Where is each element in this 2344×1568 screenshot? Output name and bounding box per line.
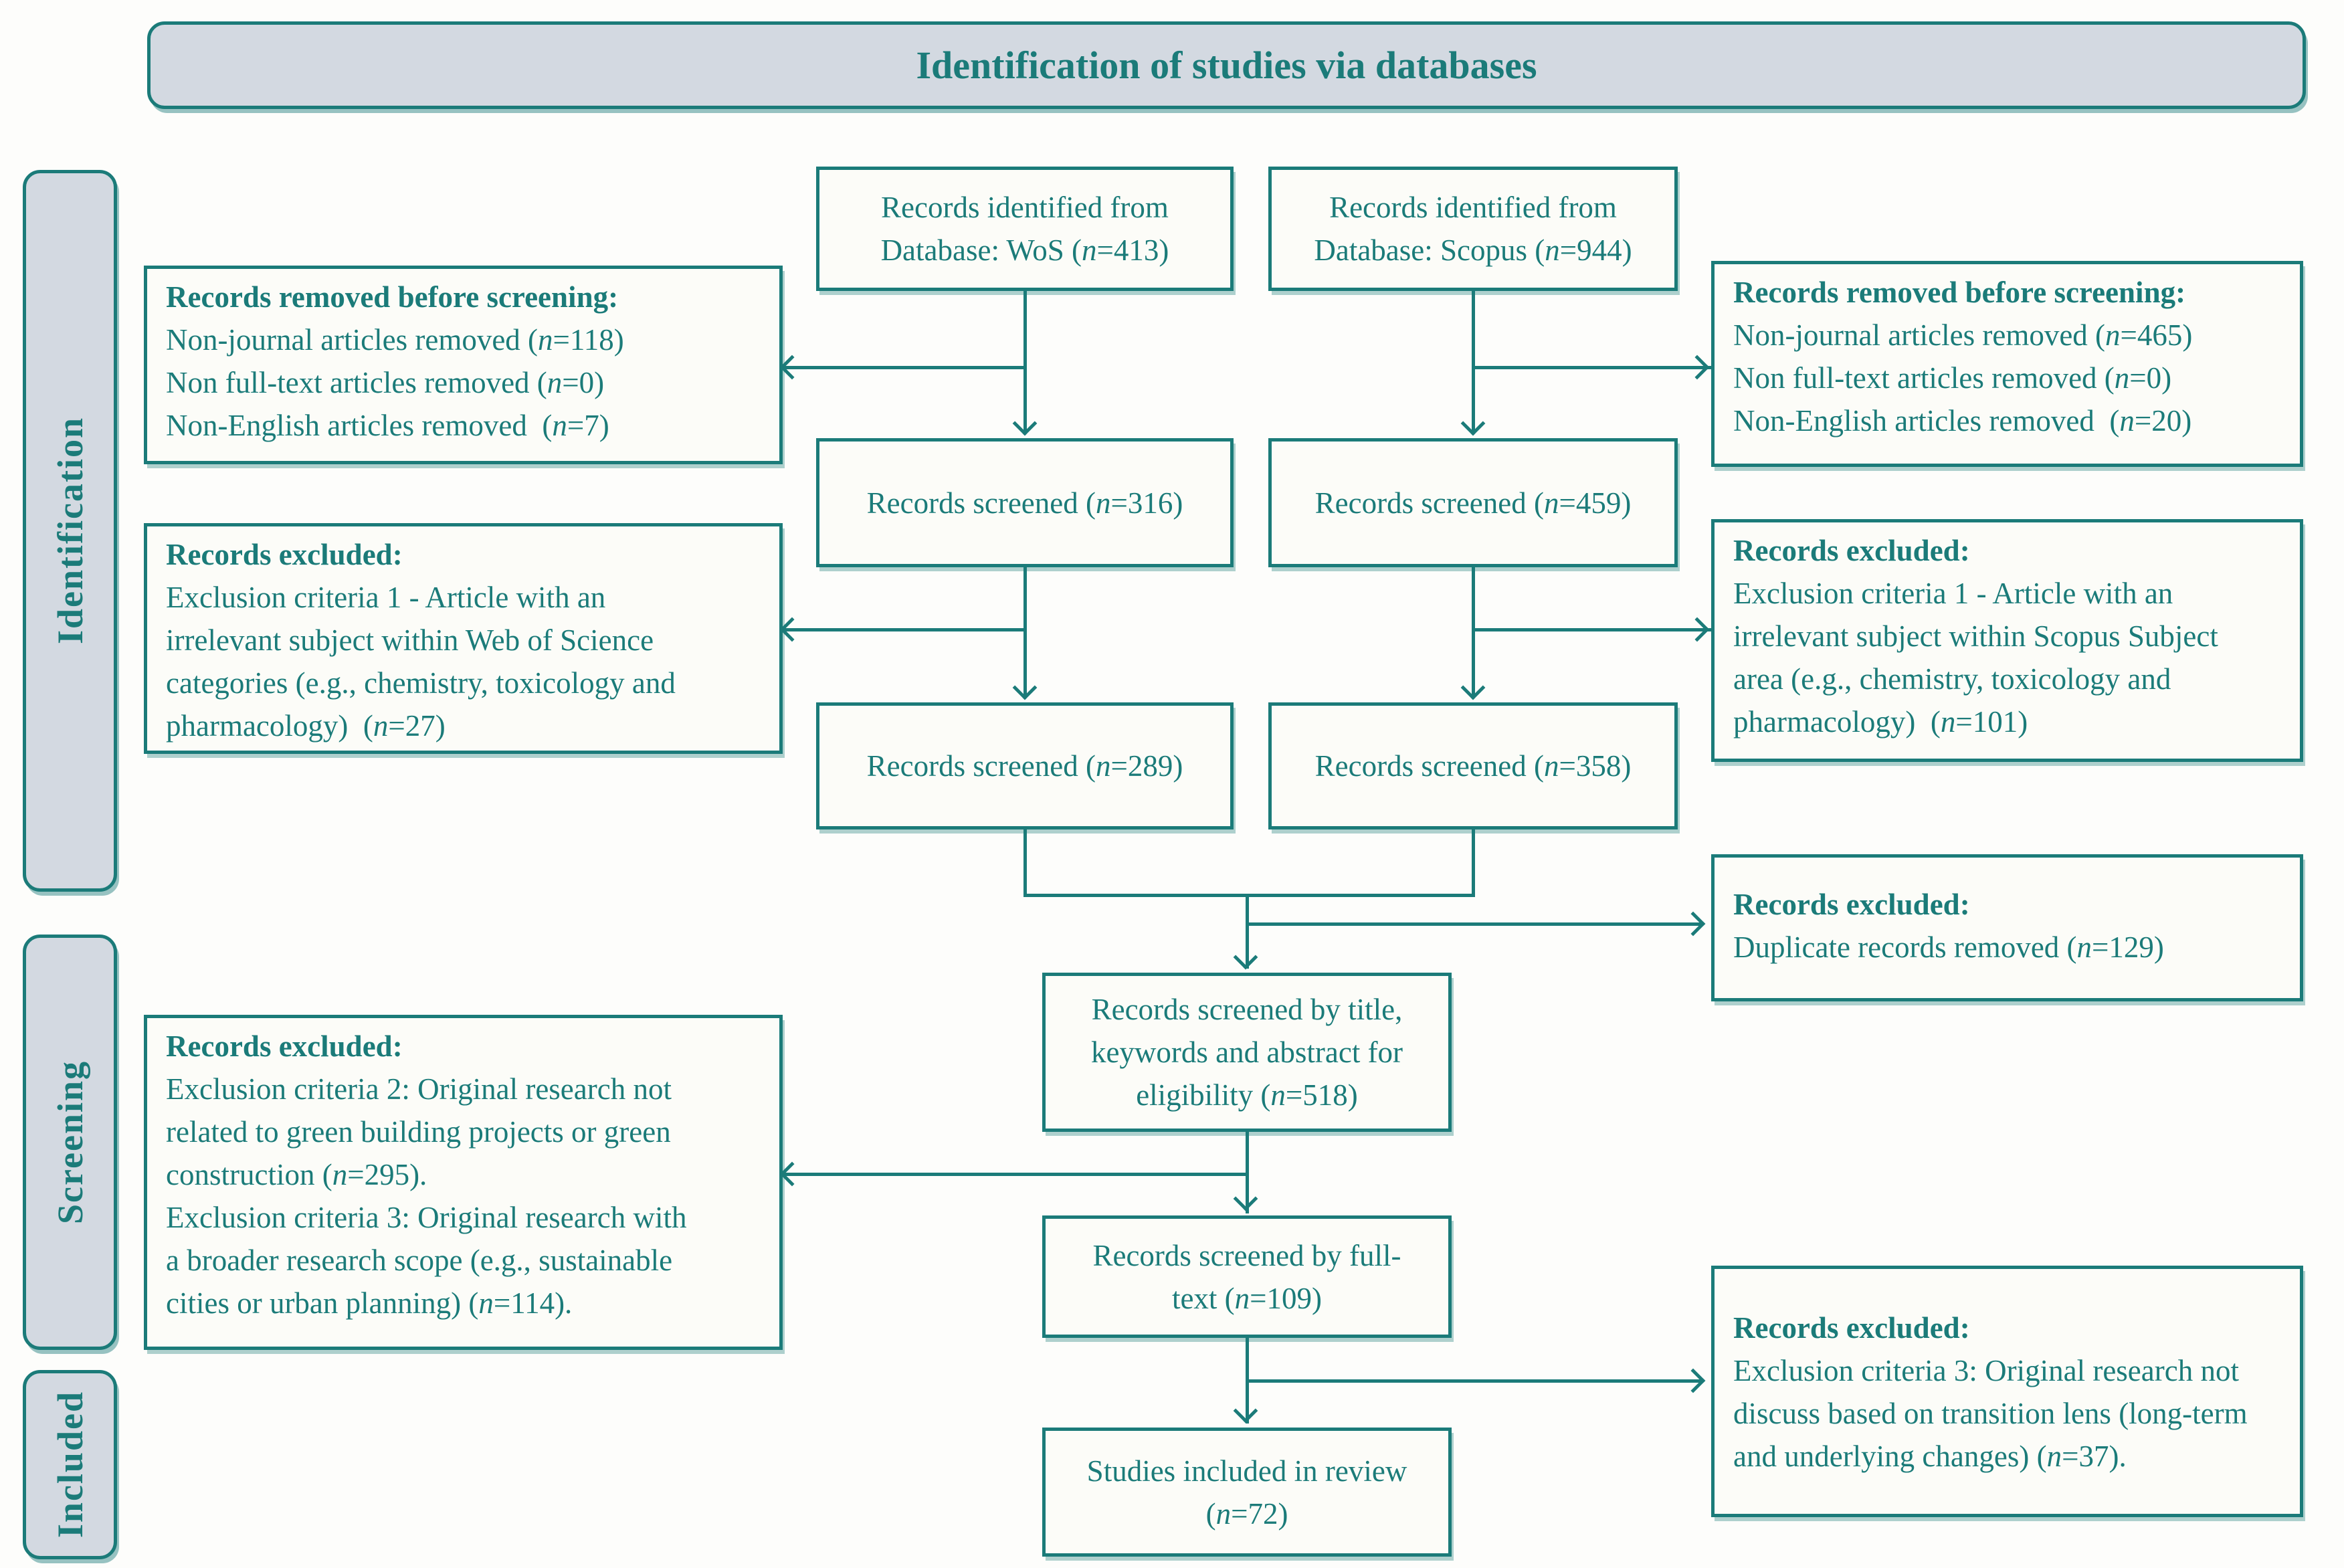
box-text: Records screened (n=289)	[866, 749, 1183, 783]
connector-line	[1473, 366, 1713, 369]
box-records-removed-before-screening-wos: Records removed before screening: Non-jo…	[144, 266, 783, 464]
box-records-screened-scopus-459: Records screened (n=459)	[1268, 438, 1678, 567]
arrowhead-down-icon	[1233, 945, 1258, 970]
stage-label-screening: Screening	[50, 1060, 90, 1224]
box-records-identified-wos: Records identified from Database: WoS (n…	[816, 167, 1234, 291]
connector-line	[784, 366, 1025, 369]
box-text: Records screened by full- text (n=109)	[1092, 1238, 1401, 1315]
connector-line	[1472, 567, 1475, 697]
box-records-identified-scopus: Records identified from Database: Scopus…	[1268, 167, 1678, 291]
box-body: Duplicate records removed (n=129)	[1733, 930, 2164, 964]
arrowhead-right-icon	[1684, 355, 1710, 380]
connector-line	[1247, 1379, 1703, 1383]
box-text: Records identified from Database: WoS (n…	[880, 191, 1169, 267]
connector-line	[784, 1173, 1247, 1176]
box-line: Non-English articles removed (n=20)	[1733, 404, 2192, 437]
arrowhead-right-icon	[1680, 911, 1706, 937]
box-heading: Records removed before screening:	[166, 280, 619, 314]
connector-line	[1023, 894, 1475, 897]
box-heading: Records excluded:	[166, 1030, 403, 1063]
connector-line	[1472, 829, 1475, 897]
box-heading: Records excluded:	[166, 538, 403, 571]
arrowhead-down-icon	[1233, 1186, 1258, 1211]
box-line: Non-journal articles removed (n=465)	[1733, 318, 2193, 352]
box-studies-included-review: Studies included in review (n=72)	[1042, 1428, 1452, 1557]
box-records-screened-title-abstract: Records screened by title, keywords and …	[1042, 973, 1452, 1132]
box-heading: Records excluded:	[1733, 888, 1970, 921]
stage-label-included: Included	[50, 1391, 90, 1539]
box-records-screened-wos-289: Records screened (n=289)	[816, 702, 1234, 829]
arrowhead-right-icon	[1680, 1368, 1706, 1393]
arrowhead-down-icon	[1460, 675, 1486, 700]
box-heading: Records excluded:	[1733, 534, 1970, 567]
box-text: Records identified from Database: Scopus…	[1314, 191, 1632, 267]
box-body: Exclusion criteria 3: Original research …	[1733, 1354, 2248, 1473]
arrowhead-down-icon	[1233, 1398, 1258, 1424]
stage-panel-screening: Screening	[23, 935, 117, 1350]
connector-line	[1473, 628, 1713, 631]
box-line: Non full-text articles removed (n=0)	[1733, 361, 2172, 395]
connector-line	[1246, 1132, 1249, 1213]
arrowhead-right-icon	[1684, 617, 1710, 642]
arrowhead-left-icon	[779, 617, 805, 642]
diagram-title: Identification of studies via databases	[916, 43, 1537, 87]
box-records-screened-scopus-358: Records screened (n=358)	[1268, 702, 1678, 829]
connector-line	[1472, 291, 1475, 433]
box-records-excluded-duplicates: Records excluded: Duplicate records remo…	[1711, 854, 2303, 1001]
connector-line	[1246, 894, 1249, 969]
box-records-excluded-criteria1-wos: Records excluded: Exclusion criteria 1 -…	[144, 523, 783, 754]
connector-line	[1023, 567, 1027, 697]
box-body: Exclusion criteria 2: Original research …	[166, 1072, 687, 1320]
connector-line	[1023, 291, 1027, 433]
box-records-excluded-criteria1-scopus: Records excluded: Exclusion criteria 1 -…	[1711, 519, 2303, 762]
box-body: Exclusion criteria 1 - Article with an i…	[166, 581, 676, 743]
connector-line	[1023, 829, 1027, 897]
box-text: Studies included in review (n=72)	[1086, 1454, 1407, 1531]
arrowhead-down-icon	[1460, 411, 1486, 436]
diagram-title-bar: Identification of studies via databases	[147, 21, 2306, 109]
box-records-excluded-transition-lens: Records excluded: Exclusion criteria 3: …	[1711, 1266, 2303, 1517]
arrowhead-down-icon	[1012, 675, 1038, 700]
box-text: Records screened by title, keywords and …	[1090, 993, 1403, 1112]
box-records-screened-fulltext: Records screened by full- text (n=109)	[1042, 1215, 1452, 1338]
box-records-excluded-criteria2-3: Records excluded: Exclusion criteria 2: …	[144, 1015, 783, 1350]
arrowhead-left-icon	[779, 355, 805, 380]
box-text: Records screened (n=316)	[866, 486, 1183, 520]
box-heading: Records excluded:	[1733, 1311, 1970, 1345]
connector-line	[784, 628, 1025, 631]
stage-panel-identification: Identification	[23, 170, 117, 892]
arrowhead-down-icon	[1012, 411, 1038, 436]
connector-line	[1247, 922, 1703, 926]
box-records-removed-before-screening-scopus: Records removed before screening: Non-jo…	[1711, 261, 2303, 467]
box-line: Non-English articles removed (n=7)	[166, 409, 609, 442]
box-heading: Records removed before screening:	[1733, 276, 2186, 309]
stage-label-identification: Identification	[50, 417, 90, 645]
stage-panel-included: Included	[23, 1370, 117, 1559]
arrowhead-left-icon	[779, 1161, 805, 1187]
box-body: Exclusion criteria 1 - Article with an i…	[1733, 577, 2218, 739]
box-line: Non-journal articles removed (n=118)	[166, 323, 624, 357]
box-records-screened-wos-316: Records screened (n=316)	[816, 438, 1234, 567]
box-line: Non full-text articles removed (n=0)	[166, 366, 605, 399]
box-text: Records screened (n=459)	[1314, 486, 1632, 520]
box-text: Records screened (n=358)	[1314, 749, 1632, 783]
